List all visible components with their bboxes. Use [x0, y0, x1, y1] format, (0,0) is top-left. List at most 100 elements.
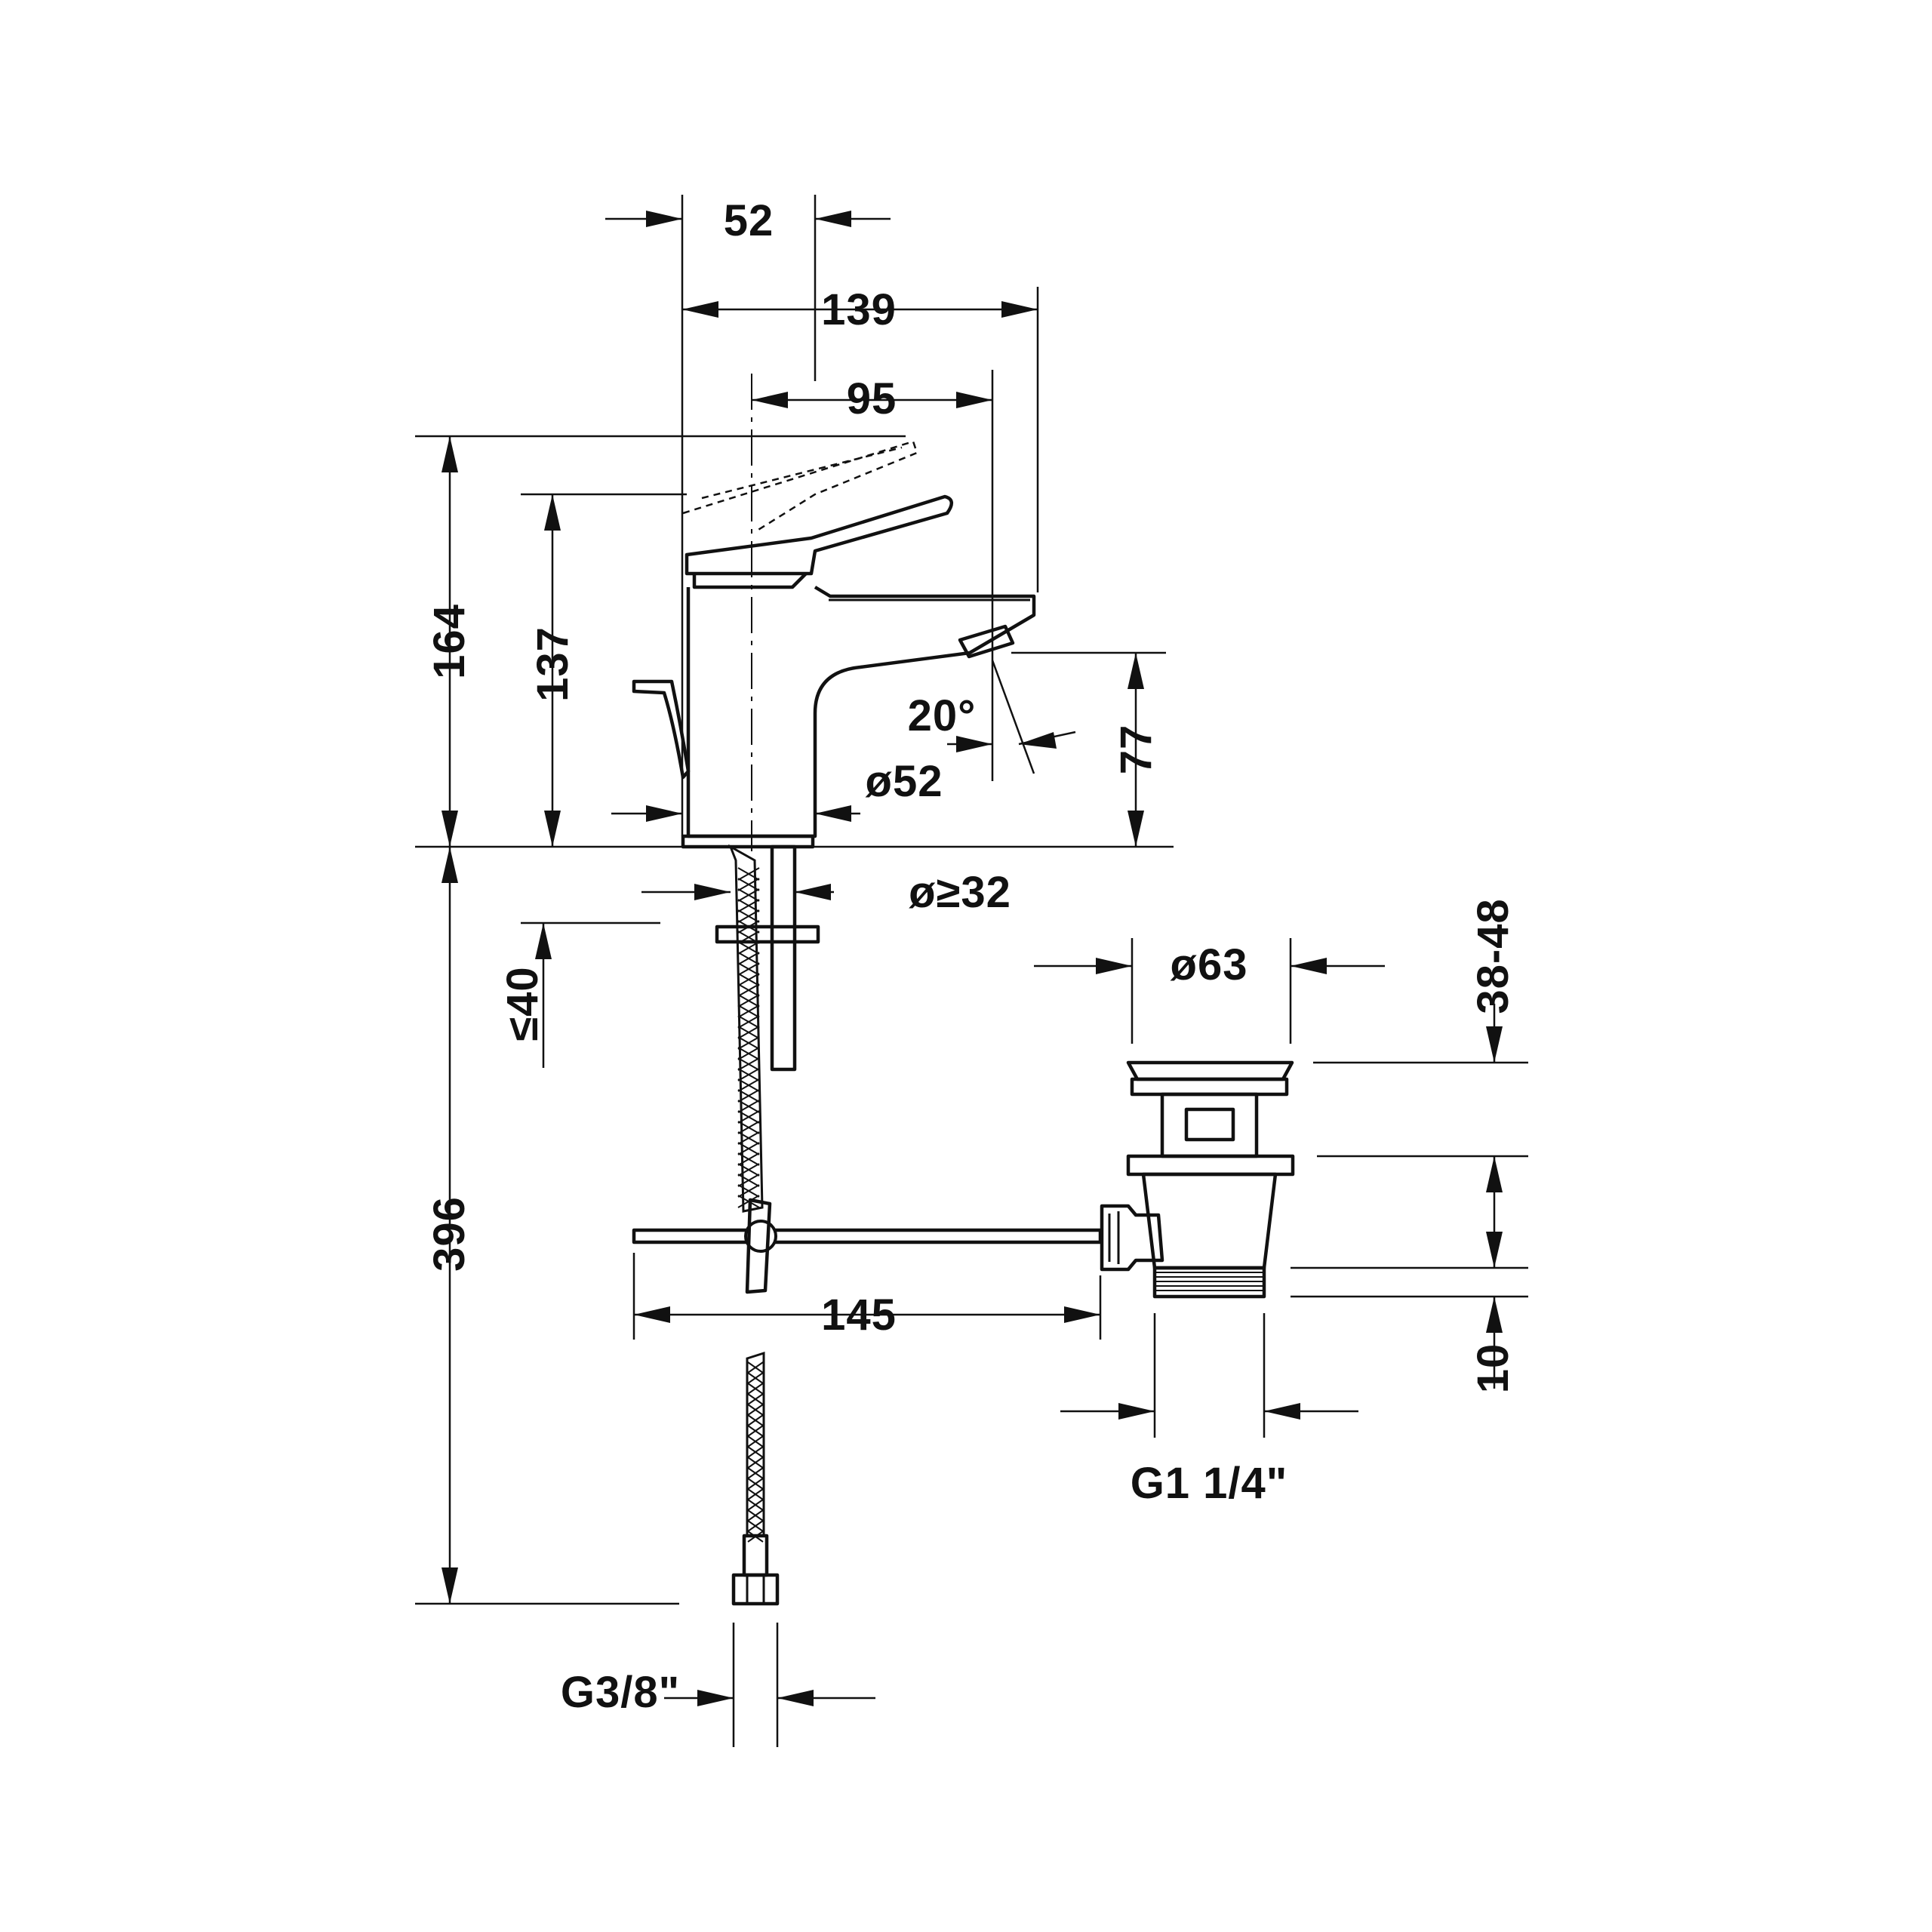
hose-braid-line [737, 909, 760, 923]
label-g114: G1 1/4" [1131, 1459, 1288, 1508]
arrow-95-right [956, 392, 992, 408]
hose-braid-line [737, 1015, 760, 1029]
label-38-48: 38-48 [1469, 898, 1518, 1014]
shank [770, 844, 797, 1072]
arrow-d32-right [795, 884, 831, 900]
hose-braid-line [747, 1499, 764, 1511]
hose-braid-line [747, 1446, 764, 1458]
hose-braid-line [737, 1036, 760, 1050]
hose-braid-line [747, 1520, 764, 1532]
hose-braid-line [747, 1509, 764, 1521]
lever-raised-outline [682, 440, 918, 534]
fixing-washer [715, 924, 820, 944]
hose-braid-line [747, 1488, 764, 1500]
hose-braid-line [737, 1068, 760, 1081]
hose-braid-line [737, 878, 760, 891]
lever-cap [692, 572, 808, 589]
label-77: 77 [1112, 724, 1161, 775]
hose-braid-line [747, 1467, 764, 1479]
hose-braid-line [737, 962, 760, 976]
faucet [632, 374, 1036, 1072]
arrow-g38-right [777, 1690, 814, 1706]
hose-braid-line [737, 1174, 760, 1187]
arrow-139-left [682, 301, 718, 318]
arrow-40-top [535, 923, 552, 959]
arrow-range-top [1486, 1156, 1503, 1192]
hose-ferrule [742, 1534, 769, 1577]
arrow-164-bottom [441, 811, 458, 847]
label-d63: ø63 [1171, 940, 1248, 989]
hose-braid-line [737, 973, 760, 986]
arrow-g114-left [1118, 1403, 1155, 1420]
waste-plug [1126, 1060, 1294, 1081]
popup-lever [632, 679, 691, 780]
arrowheads [441, 211, 1503, 1706]
arrow-g38-left [697, 1690, 734, 1706]
hose-braid-line [737, 867, 760, 881]
lever-raised-outline-2 [701, 446, 903, 500]
dimension-labels: 52 139 95 164 137 20° 77 ø52 ø≥32 ≤40 39… [425, 196, 1518, 1717]
dimension-lines [415, 195, 1528, 1747]
arrow-d52-left [646, 805, 682, 822]
pull-rod [632, 1228, 1103, 1244]
hose-braid-line [737, 1121, 760, 1134]
arrow-range-bottom [1486, 1232, 1503, 1268]
label-52: 52 [724, 196, 774, 245]
hose-braid-line [737, 1026, 760, 1039]
waste-rod-connector [1100, 1204, 1164, 1272]
arrow-145-right [1064, 1306, 1100, 1323]
waste-stem [1160, 1092, 1259, 1158]
rod-link [745, 1198, 772, 1294]
hose-lower-hatch [747, 1361, 764, 1543]
hose-upper-hatch [737, 867, 760, 1208]
waste-collar [1126, 1154, 1295, 1177]
hose-braid-line [747, 1404, 764, 1416]
hose-braid-line [737, 1089, 760, 1103]
hose-braid-line [737, 983, 760, 997]
hose-braid-line [747, 1372, 764, 1384]
arrow-63-left [1096, 958, 1132, 974]
hose-braid-line [737, 1131, 760, 1145]
hose-braid-line [737, 952, 760, 965]
waste-flange [1130, 1077, 1289, 1097]
arrow-95-left [752, 392, 788, 408]
hose-braid-line [747, 1361, 764, 1374]
arrow-63-right [1291, 958, 1327, 974]
hose-braid-line [737, 941, 760, 955]
hose-braid-line [737, 1047, 760, 1060]
label-10: 10 [1469, 1343, 1518, 1394]
lever [685, 494, 953, 576]
hose-upper [728, 844, 764, 1213]
hose-braid-line [737, 899, 760, 912]
arrow-d32-left [694, 884, 731, 900]
aerator [958, 624, 1015, 659]
hose-braid-line [737, 931, 760, 944]
arrow-38-48 [1486, 1026, 1503, 1063]
arrow-20-left [956, 736, 992, 752]
hose-braid-line [737, 1004, 760, 1018]
hose-braid-line [747, 1478, 764, 1490]
hose-braid-line [747, 1414, 764, 1426]
hose-braid-line [737, 1142, 760, 1155]
waste-thread-outline [1152, 1266, 1266, 1299]
hose-braid-line [737, 1152, 760, 1166]
arrow-396-top [441, 847, 458, 883]
arrow-137-top [544, 494, 561, 531]
pull-rod-assembly [632, 1198, 1103, 1294]
label-d32: ø≥32 [909, 868, 1011, 917]
hose-braid-line [737, 1057, 760, 1071]
label-g38: G3/8" [561, 1668, 680, 1717]
label-145: 145 [821, 1291, 897, 1340]
arrow-d52-right [815, 805, 851, 822]
arrow-52-left [646, 211, 682, 227]
label-40: ≤40 [498, 966, 547, 1041]
hose-braid-line [737, 994, 760, 1008]
hose-braid-line [737, 1184, 760, 1198]
hose-nut [731, 1573, 780, 1606]
arrow-139-right [1001, 301, 1038, 318]
hose-braid-line [747, 1435, 764, 1447]
arrow-52-right [815, 211, 851, 227]
hose-braid-line [747, 1457, 764, 1469]
faucet-body [686, 586, 1036, 838]
